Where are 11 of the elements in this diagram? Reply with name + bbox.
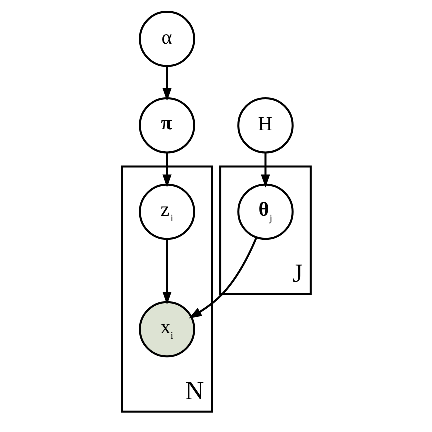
- arrow: [188, 238, 258, 319]
- node-circle: α: [138, 11, 195, 68]
- arrow: [162, 66, 172, 102]
- arrow: [162, 152, 172, 188]
- node-circle: θ$_{j}$: [237, 184, 294, 240]
- arrow: [260, 152, 270, 188]
- node-circle: z$_{i}$: [138, 184, 195, 240]
- node-circle: H: [237, 97, 294, 154]
- arrow: [162, 239, 172, 306]
- node-circle: π: [138, 97, 195, 154]
- node-circle: x$_{i}$: [138, 301, 195, 358]
